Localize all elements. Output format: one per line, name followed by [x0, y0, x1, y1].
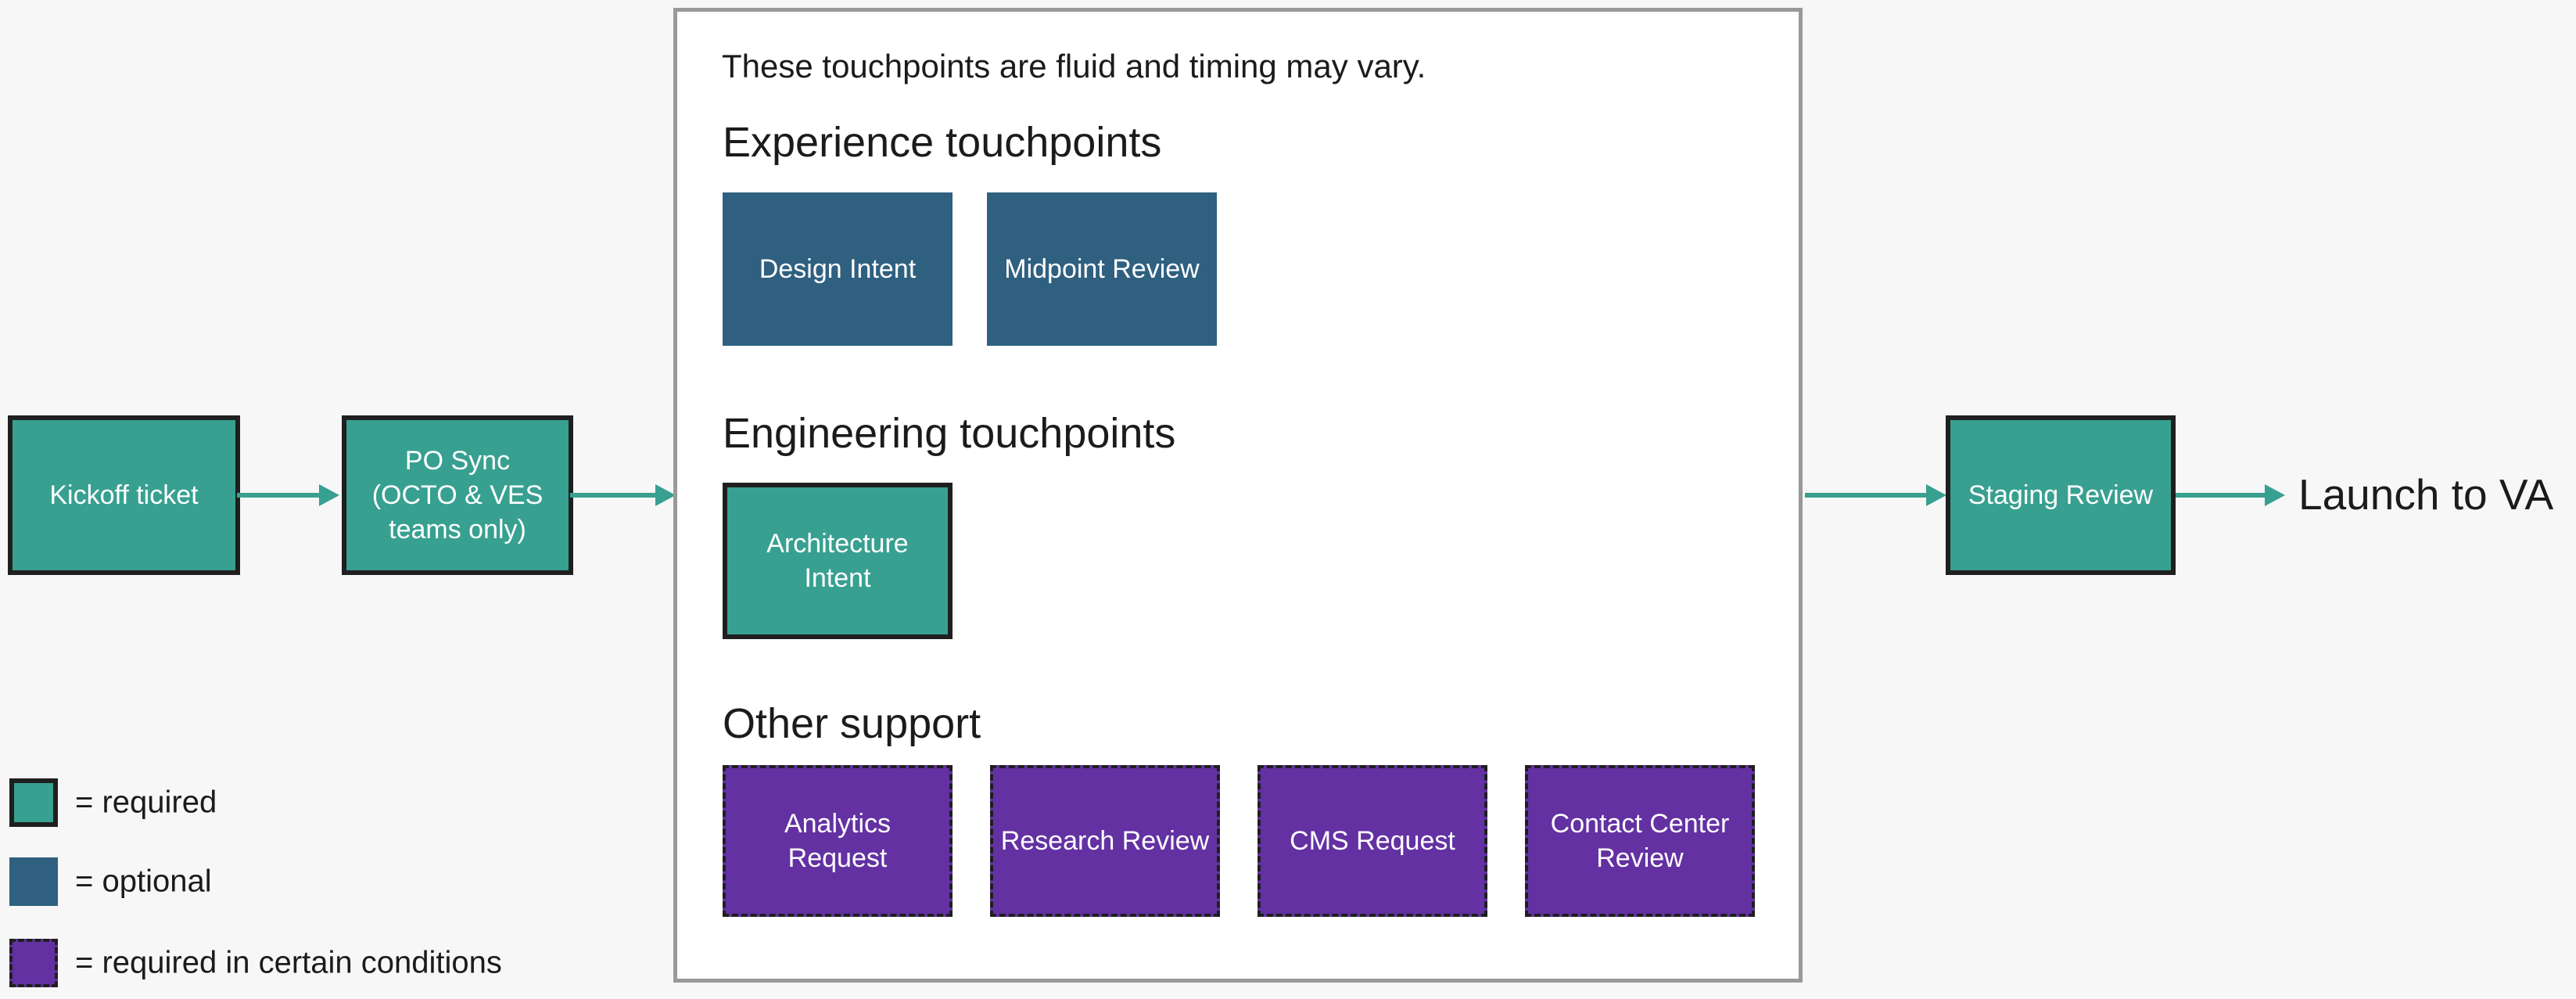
touchpoint-label: Design Intent	[759, 253, 917, 284]
flow-arrow-posync-to-panel	[570, 484, 676, 506]
flow-arrow-kickoff-to-posync	[237, 484, 339, 506]
touchpoint-box-cms-request: CMS Request	[1258, 765, 1487, 917]
legend-label-conditional: = required in certain conditions	[75, 945, 502, 980]
launch-to-va-label: Launch to VA	[2298, 470, 2554, 519]
touchpoint-label: Architecture Intent	[766, 528, 909, 593]
staging-review-label: Staging Review	[1968, 480, 2154, 510]
touchpoint-label: CMS Request	[1290, 825, 1455, 856]
touchpoint-box-contact-center-review: Contact Center Review	[1525, 765, 1755, 917]
legend-label-optional: = optional	[75, 864, 212, 899]
po-sync-node: PO Sync (OCTO & VES teams only)	[342, 415, 573, 575]
kickoff-ticket-node: Kickoff ticket	[8, 415, 240, 575]
staging-review-node: Staging Review	[1946, 415, 2176, 575]
arrow-shaft	[2176, 493, 2266, 498]
arrow-shaft	[570, 493, 657, 498]
touchpoint-box-midpoint-review: Midpoint Review	[987, 192, 1217, 346]
touchpoint-box-design-intent: Design Intent	[723, 192, 953, 346]
legend-label-required: = required	[75, 785, 217, 820]
touchpoint-label: Contact Center Review	[1550, 808, 1730, 873]
touchpoint-label: Analytics Request	[784, 808, 892, 873]
kickoff-ticket-label: Kickoff ticket	[49, 480, 199, 510]
touchpoint-box-architecture-intent: Architecture Intent	[723, 483, 953, 639]
arrow-head-icon	[1926, 484, 1946, 506]
section-title-engineering: Engineering touchpoints	[723, 410, 1176, 457]
legend-swatch-conditional	[9, 939, 58, 987]
touchpoint-box-analytics-request: Analytics Request	[723, 765, 953, 917]
arrow-head-icon	[655, 484, 676, 506]
flow-arrow-staging-to-launch	[2176, 484, 2285, 506]
legend-swatch-optional	[9, 857, 58, 906]
arrow-head-icon	[319, 484, 339, 506]
touchpoint-label: Research Review	[1000, 825, 1210, 856]
arrow-head-icon	[2265, 484, 2285, 506]
touchpoint-label: Midpoint Review	[1004, 253, 1200, 284]
po-sync-label: PO Sync (OCTO & VES teams only)	[371, 445, 544, 545]
panel-note: These touchpoints are fluid and timing m…	[722, 48, 1426, 84]
touchpoint-box-research-review: Research Review	[990, 765, 1220, 917]
arrow-shaft	[1805, 493, 1928, 498]
arrow-shaft	[237, 493, 321, 498]
legend-swatch-required	[9, 778, 58, 827]
flow-arrow-panel-to-staging	[1805, 484, 1946, 506]
section-title-other-support: Other support	[723, 700, 981, 747]
section-title-experience: Experience touchpoints	[723, 119, 1162, 166]
